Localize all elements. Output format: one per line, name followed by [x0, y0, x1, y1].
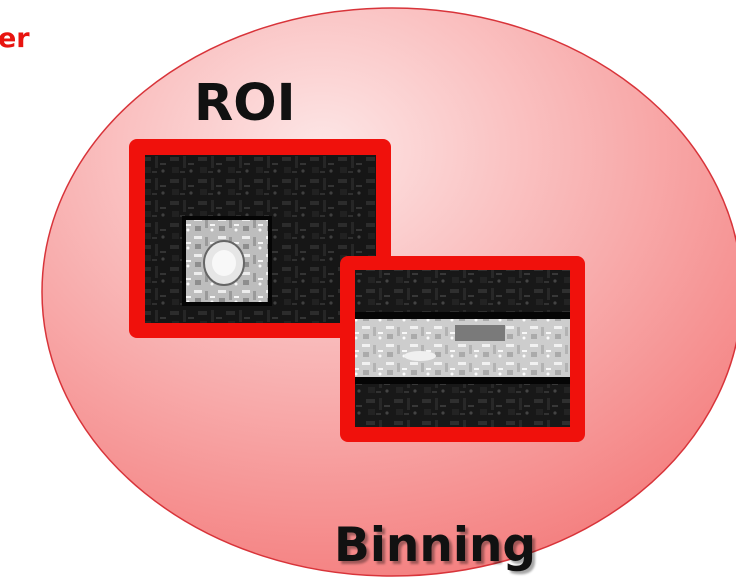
binning-ic-part — [455, 325, 505, 341]
roi-label: ROI — [194, 74, 296, 133]
roi-capacitor-top — [212, 250, 236, 276]
binning-label: Binning — [334, 518, 537, 573]
binning-upper-line — [355, 312, 570, 319]
binning-chip-part — [404, 351, 436, 361]
binning-lower-line — [355, 377, 570, 384]
binning-image-frame — [340, 256, 585, 442]
roi-image-frame — [129, 139, 391, 338]
corner-title-fragment: er — [0, 23, 30, 54]
